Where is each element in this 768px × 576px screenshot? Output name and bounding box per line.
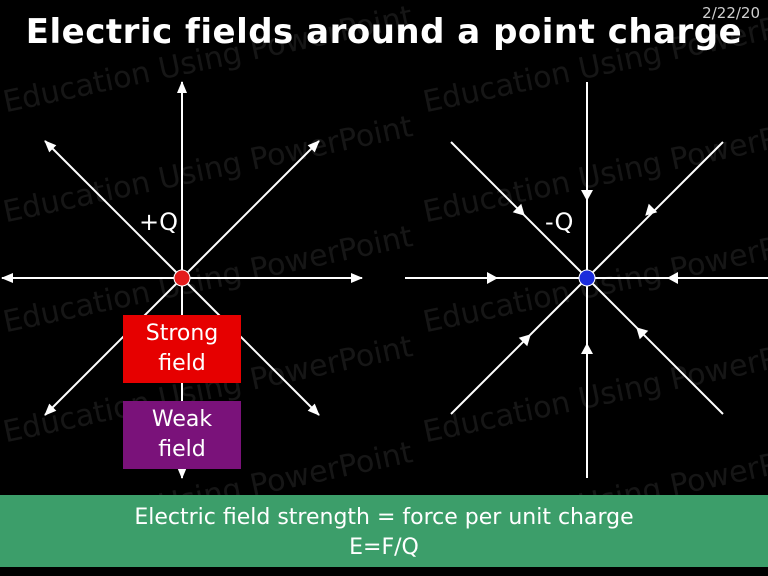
definition-banner: Electric field strength = force per unit… (0, 495, 768, 567)
negative-charge-label: -Q (545, 208, 574, 236)
field-arrow (512, 203, 525, 216)
field-line (44, 140, 183, 279)
strong-field-box: Strong field (123, 315, 241, 383)
field-arrow (636, 327, 649, 340)
field-line (181, 140, 320, 279)
field-arrow (645, 203, 658, 216)
field-arrow (581, 343, 593, 354)
field-line (586, 277, 724, 415)
field-line (450, 277, 588, 415)
weak-field-box: Weak field (123, 401, 241, 469)
strong-field-line2: field (158, 351, 206, 376)
slide-title: Electric fields around a point charge (25, 12, 743, 52)
positive-charge (173, 269, 191, 287)
weak-field-line2: field (158, 437, 206, 462)
field-line (181, 277, 320, 416)
field-arrow (518, 334, 531, 347)
field-line (44, 277, 183, 416)
strong-field-line1: Strong (145, 321, 219, 346)
field-arrow (487, 272, 498, 284)
field-arrow (581, 190, 593, 201)
negative-field-arrowheads (487, 190, 678, 354)
definition-text: Electric field strength = force per unit… (134, 505, 634, 530)
slide-date: 2/22/20 (702, 4, 760, 22)
formula-text: E=F/Q (349, 535, 419, 560)
positive-charge-label: +Q (139, 208, 178, 236)
field-arrow (667, 272, 678, 284)
negative-charge (578, 269, 596, 287)
weak-field-line1: Weak (151, 407, 213, 432)
